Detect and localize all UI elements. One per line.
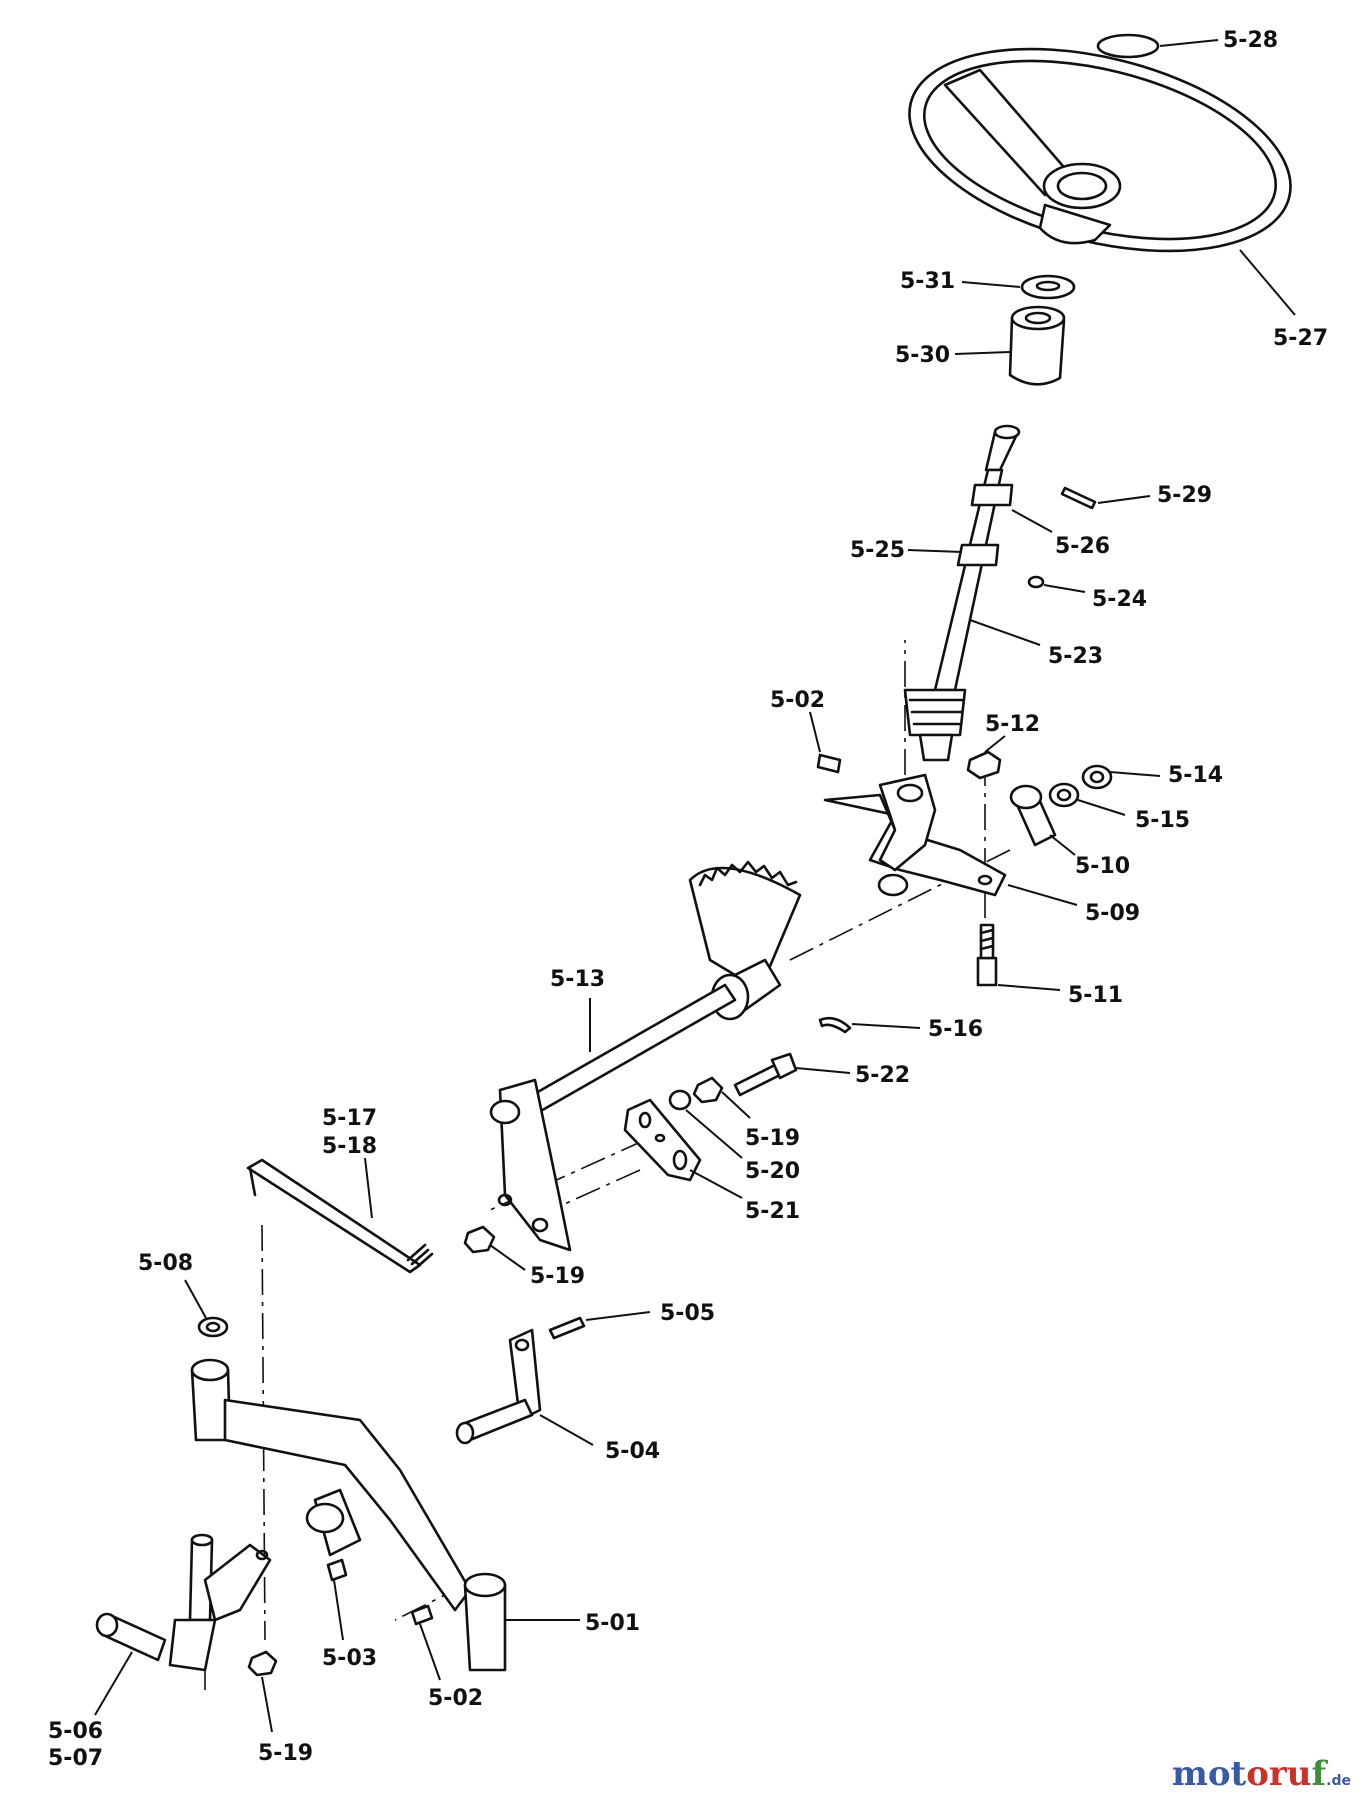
pivot-bracket-5-04: [455, 1328, 542, 1445]
callout-5-02-upper: 5-02: [770, 688, 825, 713]
callout-5-04: 5-04: [605, 1439, 660, 1464]
callout-5-23: 5-23: [1048, 644, 1103, 669]
spacer-5-10: [1009, 784, 1057, 847]
callout-5-05: 5-05: [660, 1301, 715, 1326]
grease-fitting-upper: [816, 753, 842, 774]
fitting-5-03: [326, 1558, 348, 1582]
plate-5-21: [623, 1098, 702, 1182]
nut-5-19-middle: [463, 1225, 496, 1254]
setscrew-5-24: [1027, 575, 1045, 589]
callout-5-19-upper: 5-19: [745, 1126, 800, 1151]
steering-wheel: [908, 47, 1292, 253]
bolt-5-11: [976, 923, 998, 987]
watermark-part-1: mot: [1171, 1754, 1247, 1794]
drag-link: [246, 1158, 434, 1274]
steering-cap: [1096, 33, 1160, 59]
callout-5-08: 5-08: [138, 1251, 193, 1276]
nut-5-19-lower: [247, 1650, 278, 1677]
callout-5-07: 5-07: [48, 1746, 103, 1771]
callout-5-13: 5-13: [550, 967, 605, 992]
callout-5-31: 5-31: [900, 269, 955, 294]
watermark-tld: .de: [1326, 1773, 1351, 1789]
callout-5-03: 5-03: [322, 1646, 377, 1671]
watermark-part-2: oru: [1246, 1754, 1312, 1794]
callout-5-01: 5-01: [585, 1611, 640, 1636]
watermark-logo: motoruf.de: [1172, 1754, 1351, 1794]
callout-5-15: 5-15: [1135, 808, 1190, 833]
washer-5-14: [1081, 764, 1113, 790]
callout-5-28: 5-28: [1223, 28, 1278, 53]
steering-bracket: [823, 773, 1007, 897]
callout-5-22: 5-22: [855, 1063, 910, 1088]
front-axle: [190, 1358, 507, 1672]
nut-5-12: [966, 750, 1002, 780]
sector-gear-shaft: [489, 860, 802, 1252]
callout-5-21: 5-21: [745, 1199, 800, 1224]
callout-5-10: 5-10: [1075, 854, 1130, 879]
callout-labels: 5-28 5-27 5-31 5-30 5-29 5-26 5-25 5-24 …: [48, 28, 1328, 1771]
bolt-5-22: [733, 1052, 798, 1097]
washer-5-15: [1048, 782, 1080, 808]
callout-5-06: 5-06: [48, 1719, 103, 1744]
watermark-part-3: f: [1311, 1754, 1327, 1794]
pin-5-29: [1060, 486, 1097, 510]
callout-5-18: 5-18: [322, 1134, 377, 1159]
bushing-5-30: [1008, 305, 1066, 386]
callout-5-12: 5-12: [985, 712, 1040, 737]
bolt-5-05: [548, 1316, 586, 1340]
callout-5-25: 5-25: [850, 538, 905, 563]
callout-5-24: 5-24: [1092, 587, 1147, 612]
callout-5-09: 5-09: [1085, 901, 1140, 926]
callout-5-29: 5-29: [1157, 483, 1212, 508]
grease-fitting-lower: [410, 1604, 434, 1626]
callout-5-02-lower: 5-02: [428, 1686, 483, 1711]
retaining-ring-5-08: [197, 1316, 229, 1338]
callout-5-14: 5-14: [1168, 763, 1223, 788]
callout-5-26: 5-26: [1055, 534, 1110, 559]
callout-5-27: 5-27: [1273, 326, 1328, 351]
leader-lines: [94, 39, 1296, 1733]
callout-5-17: 5-17: [322, 1106, 377, 1131]
washer-5-31: [1020, 274, 1076, 300]
callout-5-30: 5-30: [895, 343, 950, 368]
cotter-pin-5-16: [818, 1016, 852, 1034]
callout-5-19-middle: 5-19: [530, 1264, 585, 1289]
callout-5-20: 5-20: [745, 1159, 800, 1184]
spindle: [95, 1533, 272, 1672]
callout-5-19-lower: 5-19: [258, 1741, 313, 1766]
callout-5-16: 5-16: [928, 1017, 983, 1042]
washer-5-20: [668, 1089, 692, 1111]
callout-5-11: 5-11: [1068, 983, 1123, 1008]
nut-5-19-upper: [692, 1076, 724, 1104]
steering-shaft: [903, 424, 1021, 762]
